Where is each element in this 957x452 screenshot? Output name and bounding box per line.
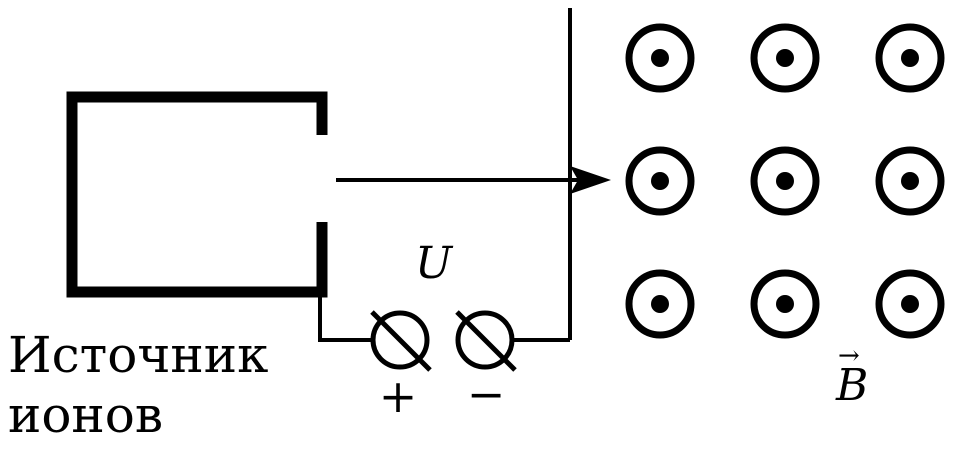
field-vector-arrow: → <box>838 341 860 371</box>
beam-arrowhead <box>570 166 611 194</box>
field-out-of-page-icon <box>875 23 945 93</box>
field-out-of-page-icon <box>750 269 820 339</box>
field-out-of-page-icon <box>875 269 945 339</box>
plus-label: + <box>379 369 418 423</box>
chamber-walls <box>66 91 328 298</box>
ion-beam <box>336 166 611 194</box>
field-label: B <box>835 360 868 411</box>
field-out-of-page-icon <box>750 23 820 93</box>
voltage-label: U <box>415 238 454 289</box>
magnetic-field-grid <box>625 23 945 339</box>
field-out-of-page-icon <box>625 23 695 93</box>
field-out-of-page-icon <box>750 146 820 216</box>
source-label-line1: Источник <box>8 326 268 384</box>
wire-to-plus-terminal <box>318 290 374 342</box>
minus-terminal-icon <box>455 310 517 372</box>
source-label-line2: ионов <box>8 386 163 444</box>
field-out-of-page-icon <box>625 269 695 339</box>
circuit <box>318 290 570 372</box>
field-out-of-page-icon <box>625 146 695 216</box>
minus-label: − <box>467 367 506 421</box>
field-out-of-page-icon <box>875 146 945 216</box>
plus-terminal-icon <box>370 310 432 372</box>
ion-source-chamber <box>66 91 328 298</box>
